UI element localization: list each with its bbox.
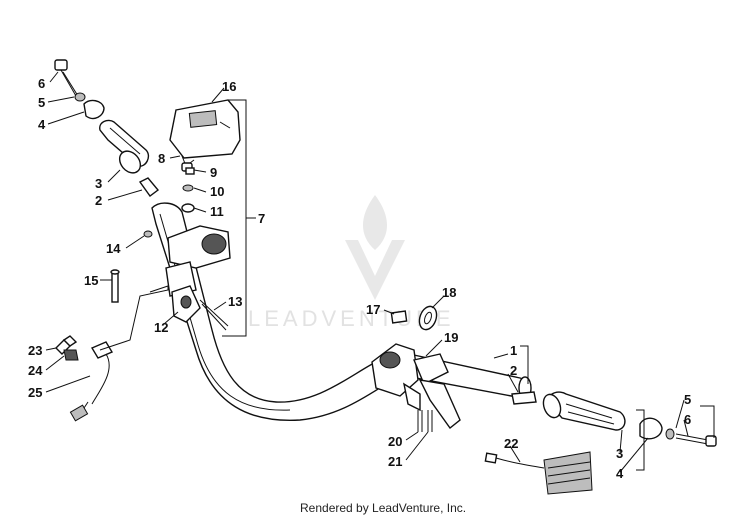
part-6-screw-right bbox=[675, 433, 717, 447]
throttle-assembly bbox=[371, 343, 461, 430]
callouts-right: 17 18 19 1 2 5 6 3 4 20 21 22 bbox=[366, 285, 691, 481]
watermark-brand-text: LEADVENTURE bbox=[248, 306, 455, 331]
part-14-pin bbox=[143, 230, 153, 238]
callout-4-right: 4 bbox=[616, 466, 624, 481]
callout-21: 21 bbox=[388, 454, 402, 469]
callout-3-left: 3 bbox=[95, 176, 102, 191]
watermark-flame-icon bbox=[362, 195, 388, 250]
part-21-screw bbox=[427, 410, 433, 432]
callout-5-right: 5 bbox=[684, 392, 691, 407]
part-17-label bbox=[390, 310, 408, 324]
part-2-sleeve-right bbox=[511, 391, 537, 405]
part-20-screw bbox=[417, 410, 423, 432]
callout-20: 20 bbox=[388, 434, 402, 449]
leader-lines bbox=[45, 71, 689, 473]
callouts-left: 6 5 4 3 2 16 8 9 10 11 7 14 15 13 12 23 … bbox=[28, 76, 265, 400]
callout-5-left: 5 bbox=[38, 95, 45, 110]
part-23-connector bbox=[55, 335, 78, 355]
part-10-washer bbox=[182, 184, 194, 192]
callout-6-right: 6 bbox=[684, 412, 691, 427]
part-18-ring bbox=[418, 305, 438, 331]
callout-6-left: 6 bbox=[38, 76, 45, 91]
callout-2-left: 2 bbox=[95, 193, 102, 208]
part-3-grip-left bbox=[99, 119, 150, 174]
callout-24: 24 bbox=[28, 363, 43, 378]
part-3-grip-right bbox=[542, 391, 626, 431]
part-16-switch-housing bbox=[169, 99, 241, 167]
callout-18: 18 bbox=[442, 285, 456, 300]
part-4-endcap-left bbox=[83, 99, 105, 120]
part-5-washer-left bbox=[74, 92, 86, 102]
footer-credit: Rendered by LeadVenture, Inc. bbox=[300, 501, 466, 515]
callout-8: 8 bbox=[158, 151, 165, 166]
callout-22: 22 bbox=[504, 436, 518, 451]
callout-23: 23 bbox=[28, 343, 42, 358]
callout-2-right: 2 bbox=[510, 363, 517, 378]
callout-3-right: 3 bbox=[616, 446, 623, 461]
part-2-sleeve-left bbox=[138, 177, 160, 197]
left-control-assembly bbox=[165, 225, 231, 323]
callout-9: 9 bbox=[210, 165, 217, 180]
callout-25: 25 bbox=[28, 385, 42, 400]
callout-15: 15 bbox=[84, 273, 98, 288]
part-22-harness bbox=[484, 451, 593, 495]
part-15-bolt bbox=[110, 269, 120, 303]
callout-14: 14 bbox=[106, 241, 121, 256]
callout-10: 10 bbox=[210, 184, 224, 199]
part-5-washer-right bbox=[665, 428, 675, 440]
callout-7: 7 bbox=[258, 211, 265, 226]
watermark: LEADVENTURE bbox=[248, 195, 455, 331]
watermark-v-icon bbox=[345, 240, 405, 300]
part-13-bolt bbox=[199, 299, 229, 331]
part-11-washer bbox=[181, 203, 195, 213]
callout-11: 11 bbox=[210, 204, 224, 219]
callout-1: 1 bbox=[510, 343, 517, 358]
part-9-nut bbox=[185, 167, 195, 175]
part-4-endcap-right bbox=[639, 417, 663, 440]
part-24-pad bbox=[63, 349, 79, 361]
callout-16: 16 bbox=[222, 79, 236, 94]
callout-13: 13 bbox=[228, 294, 242, 309]
callout-19: 19 bbox=[444, 330, 458, 345]
part-25-harness bbox=[69, 341, 114, 422]
callout-12: 12 bbox=[154, 320, 168, 335]
part-6-screw-left bbox=[54, 59, 79, 97]
callout-4-left: 4 bbox=[38, 117, 46, 132]
callout-17: 17 bbox=[366, 302, 380, 317]
